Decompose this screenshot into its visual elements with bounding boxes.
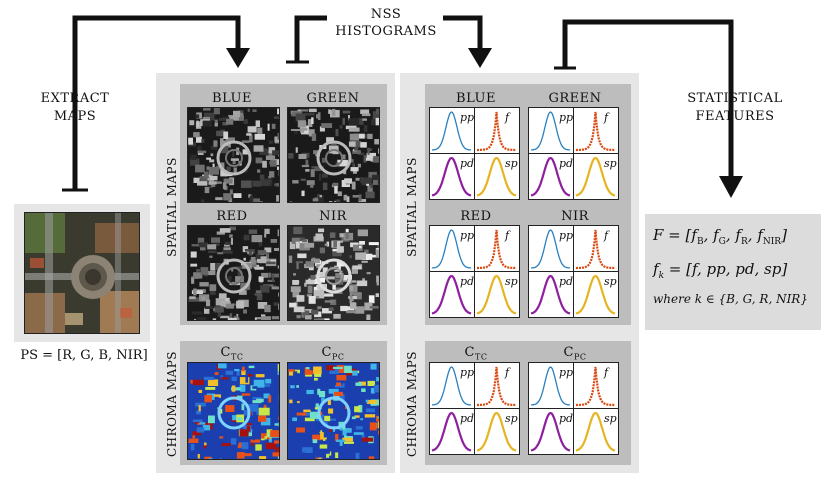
- hist-curve-pd: [530, 411, 571, 452]
- nss-left-line: [294, 15, 327, 62]
- spatial-map-green: [287, 107, 380, 203]
- feature-formula-box: f F = [fB, fG, fR, fNIR] fk = [f, pp, pd…: [645, 214, 821, 330]
- statistical-features-label: STATISTICAL FEATURES: [687, 91, 783, 124]
- hist-label-pp: pp: [559, 366, 573, 379]
- hist-group-cpc: pp f pd sp: [528, 362, 619, 455]
- hist-label-green: GREEN: [548, 91, 602, 106]
- hist-label-pd: pd: [460, 412, 474, 425]
- formula-F: f F = [fB, fG, fR, fNIR]: [653, 226, 787, 247]
- hist-curve-pd: [431, 411, 472, 452]
- chroma-map-cpc: [287, 362, 380, 460]
- hist-curve-sp: [575, 274, 616, 315]
- hist-curve-sp: [575, 156, 616, 197]
- hist-label-f: f: [504, 229, 511, 242]
- spatial-maps-vlabel-right: SPATIAL MAPS: [405, 157, 419, 257]
- hist-group-ctc: pp f pd sp: [429, 362, 520, 455]
- hist-label-pp: pp: [559, 111, 573, 124]
- extract-arrowhead: [226, 48, 250, 68]
- hist-grid: pp f pd sp: [429, 225, 520, 318]
- ps-image: [24, 212, 140, 334]
- spatial-maps-vlabel-left: SPATIAL MAPS: [165, 157, 179, 257]
- hist-label-sp: sp: [604, 157, 617, 170]
- hist-curve-pp: [531, 229, 570, 269]
- hist-label-pd: pd: [559, 412, 573, 425]
- chroma-map-ctc: [187, 362, 280, 460]
- spatial-map-blue: [187, 107, 280, 203]
- hist-label-sp: sp: [505, 412, 518, 425]
- hist-label-f: f: [603, 111, 610, 124]
- spatial-map-nir: [287, 225, 380, 321]
- stat-arrowhead: [719, 176, 743, 198]
- hist-curve-pd: [431, 156, 472, 197]
- nss-right-line: [443, 15, 483, 52]
- spatial-map-red: [187, 225, 280, 321]
- hist-label-pp: pp: [559, 229, 573, 242]
- hist-grid: pp f pd sp: [429, 362, 520, 455]
- hist-grid: pp f pd sp: [528, 362, 619, 455]
- hist-label-pd: pd: [460, 275, 474, 288]
- ps-formula: PS = [R, G, B, NIR]: [20, 348, 148, 363]
- map-label-green: GREEN: [306, 91, 360, 106]
- hist-curve-sp: [575, 411, 616, 452]
- hist-curve-f: [477, 111, 516, 152]
- chroma-maps-vlabel-right: CHROMA MAPS: [405, 350, 419, 458]
- hist-label-sp: sp: [604, 275, 617, 288]
- extract-arrow-line: [72, 15, 241, 190]
- hist-group-green: pp f pd sp: [528, 107, 619, 200]
- hist-label-pp: pp: [460, 366, 474, 379]
- hist-label-cpc: CPC: [563, 345, 587, 362]
- hist-grid: pp f pd sp: [528, 225, 619, 318]
- hist-label-ctc: CTC: [464, 345, 488, 362]
- hist-curve-sp: [476, 156, 517, 197]
- hist-curve-pd: [530, 156, 571, 197]
- formula-fk: fk = [f, pp, pd, sp]: [653, 260, 788, 281]
- hist-label-sp: sp: [505, 157, 518, 170]
- hist-label-f: f: [504, 366, 511, 379]
- hist-label-f: f: [603, 366, 610, 379]
- hist-label-pd: pd: [460, 157, 474, 170]
- hist-grid: pp f pd sp: [429, 107, 520, 200]
- hist-curve-pp: [432, 229, 471, 269]
- nss-histograms-label: NSS HISTOGRAMS: [335, 7, 437, 39]
- hist-group-nir: pp f pd sp: [528, 225, 619, 318]
- hist-curve-pp: [432, 366, 471, 406]
- hist-curve-pd: [431, 274, 472, 315]
- hist-curve-pp: [531, 111, 570, 151]
- map-label-nir: NIR: [319, 209, 347, 224]
- hist-curve-sp: [476, 411, 517, 452]
- hist-label-red: RED: [460, 209, 492, 224]
- hist-label-pd: pd: [559, 275, 573, 288]
- hist-group-red: pp f pd sp: [429, 225, 520, 318]
- nss-arrowhead: [468, 48, 492, 68]
- map-label-ctc: CTC: [220, 345, 244, 362]
- hist-label-pp: pp: [460, 229, 474, 242]
- formula-where: where k ∈ {B, G, R, NIR}: [653, 292, 808, 306]
- hist-label-pp: pp: [460, 111, 474, 124]
- hist-label-f: f: [504, 111, 511, 124]
- hist-curve-f: [477, 366, 516, 407]
- hist-grid: pp f pd sp: [528, 107, 619, 200]
- hist-curve-f: [477, 229, 516, 270]
- hist-curve-f: [576, 366, 615, 407]
- hist-curve-f: [576, 111, 615, 152]
- hist-label-f: f: [603, 229, 610, 242]
- hist-curve-pp: [531, 366, 570, 406]
- chroma-maps-vlabel-left: CHROMA MAPS: [165, 350, 179, 458]
- hist-label-blue: BLUE: [456, 91, 496, 106]
- hist-curve-pp: [432, 111, 471, 151]
- map-label-blue: BLUE: [212, 91, 252, 106]
- stat-arrow-line: [562, 19, 734, 180]
- extract-maps-label: EXTRACT MAPS: [40, 91, 110, 124]
- hist-label-nir: NIR: [561, 209, 589, 224]
- hist-curve-sp: [476, 274, 517, 315]
- hist-curve-pd: [530, 274, 571, 315]
- map-label-cpc: CPC: [321, 345, 345, 362]
- hist-label-sp: sp: [604, 412, 617, 425]
- hist-label-sp: sp: [505, 275, 518, 288]
- map-label-red: RED: [216, 209, 248, 224]
- hist-label-pd: pd: [559, 157, 573, 170]
- hist-curve-f: [576, 229, 615, 270]
- hist-group-blue: pp f pd sp: [429, 107, 520, 200]
